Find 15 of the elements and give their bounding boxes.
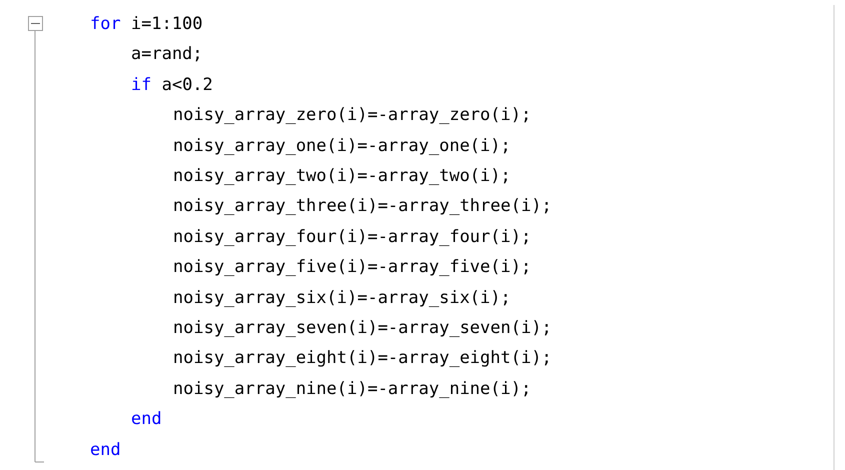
code-line: a=rand; [131,43,203,66]
code-line: end [90,438,121,461]
code-line: noisy_array_seven(i)=-array_seven(i); [173,317,552,339]
code-line: noisy_array_two(i)=-array_two(i); [173,165,511,187]
code-line: noisy_array_three(i)=-array_three(i); [173,195,552,218]
code-line: end [131,408,162,430]
code-line: noisy_array_five(i)=-array_five(i); [173,256,532,278]
code-line: if a<0.2 [131,74,213,96]
code-line: for i=1:100 [90,13,203,35]
code-line: noisy_array_zero(i)=-array_zero(i); [173,104,532,126]
code-line: noisy_array_eight(i)=-array_eight(i); [173,347,552,370]
code-line: noisy_array_one(i)=-array_one(i); [173,134,511,157]
code-line: noisy_array_four(i)=-array_four(i); [173,226,532,248]
code-line: noisy_array_six(i)=-array_six(i); [173,286,511,309]
code-line: noisy_array_nine(i)=-array_nine(i); [173,378,532,400]
